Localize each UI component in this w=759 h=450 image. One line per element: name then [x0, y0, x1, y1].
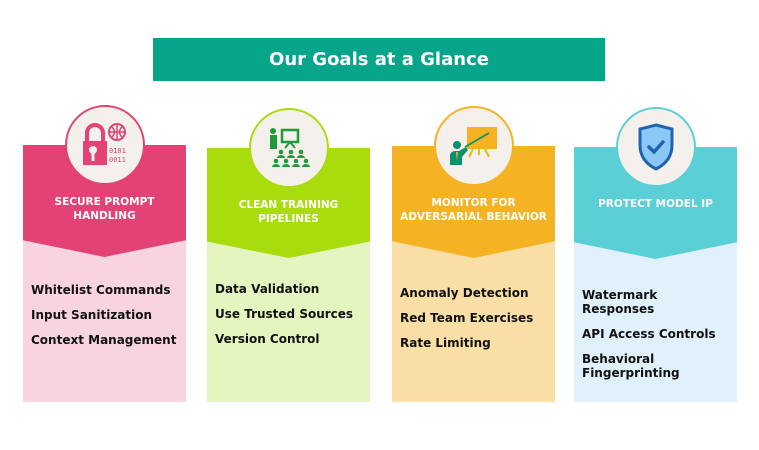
list-item: Behavioral Fingerprinting [582, 352, 680, 380]
list-item: Whitelist Commands [31, 283, 171, 297]
list-item: API Access Controls [582, 327, 716, 341]
svg-text:0101: 0101 [109, 147, 126, 155]
card-body [392, 238, 555, 402]
card-body [207, 240, 370, 402]
card-heading: MONITOR FOR ADVERSARIAL BEHAVIOR [400, 197, 547, 223]
card-heading: SECURE PROMPT HANDLING [54, 196, 155, 222]
list-item: Watermark Responses [582, 288, 658, 316]
list-item: Input Sanitization [31, 308, 153, 322]
list-item: Use Trusted Sources [215, 307, 354, 321]
card-items: Watermark Responses API Access Controls … [582, 288, 733, 391]
card-heading: PROTECT MODEL IP [598, 198, 713, 210]
presenter-board-icon [433, 106, 514, 186]
card-body [574, 239, 737, 402]
list-item: Version Control [215, 332, 320, 346]
svg-text:0011: 0011 [109, 156, 126, 164]
shield-check-icon [615, 107, 696, 187]
card-items: Anomaly Detection Red Team Exercises Rat… [400, 286, 551, 361]
list-item: Rate Limiting [400, 336, 491, 350]
list-item: Context Management [31, 333, 177, 347]
card-body [23, 237, 186, 402]
page-title: Our Goals at a Glance [153, 38, 605, 81]
presentation-audience-icon [248, 108, 329, 188]
card-items: Data Validation Use Trusted Sources Vers… [215, 282, 366, 357]
list-item: Red Team Exercises [400, 311, 534, 325]
list-item: Data Validation [215, 282, 320, 296]
card-heading: CLEAN TRAINING PIPELINES [238, 199, 339, 225]
list-item: Anomaly Detection [400, 286, 529, 300]
lock-globe-binary-icon: 0101 0011 [64, 105, 145, 185]
card-items: Whitelist Commands Input Sanitization Co… [31, 283, 182, 358]
